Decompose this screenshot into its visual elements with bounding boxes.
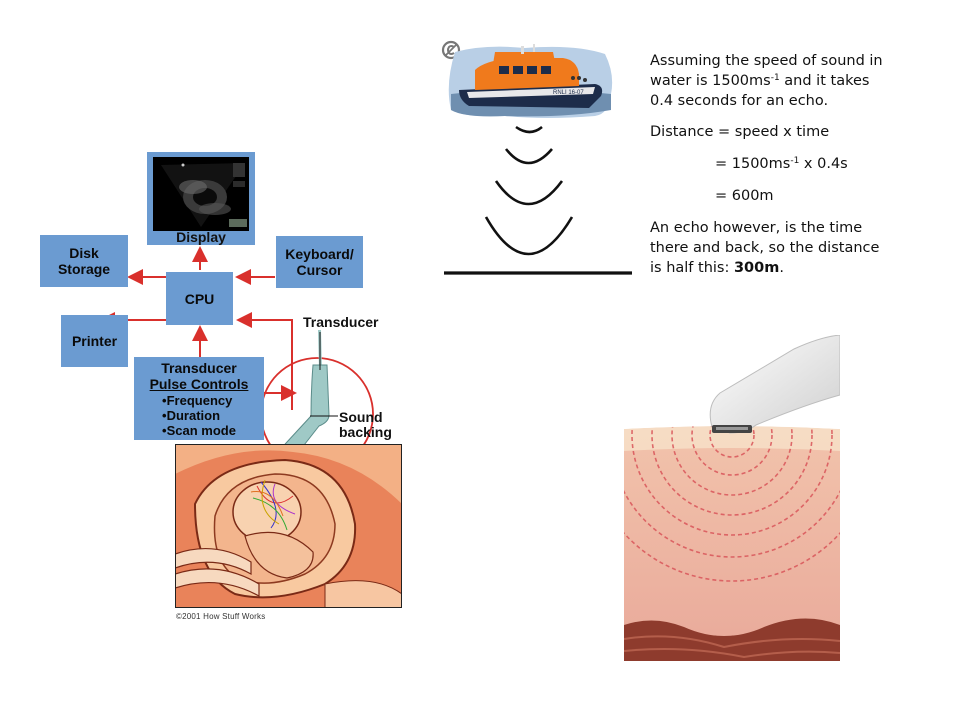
- ultrasound-screen: [153, 157, 249, 231]
- intro-line3: 0.4 seconds for an echo.: [650, 93, 829, 109]
- pulse-item-scan-mode: •Scan mode: [162, 422, 236, 438]
- pulse-controls-box: Transducer Pulse Controls •Frequency •Du…: [134, 357, 264, 440]
- disk-storage-box: Disk Storage: [40, 235, 128, 287]
- pulse-item-frequency: •Frequency: [162, 392, 233, 408]
- sound-backing-line2: backing: [339, 424, 392, 440]
- fetus-cross-section-illustration: [175, 444, 402, 608]
- transducer-label: Transducer: [303, 314, 379, 330]
- distance-calculation: = 1500ms-1 x 0.4s: [715, 156, 848, 172]
- copyright-text: ©2001 How Stuff Works: [176, 612, 266, 621]
- intro-paragraph: Assuming the speed of sound in water is …: [650, 51, 950, 111]
- display-monitor: Display: [147, 152, 255, 245]
- note-line1: An echo however, is the time: [650, 220, 863, 236]
- sound-backing-label: Sound backing: [339, 410, 392, 440]
- sound-backing-line1: Sound: [339, 409, 383, 425]
- keyboard-label-line1: Keyboard/: [285, 246, 354, 262]
- intro-line2: water is 1500ms-1 and it takes: [650, 73, 870, 89]
- disk-label-line2: Storage: [57, 261, 111, 277]
- intro-line1: Assuming the speed of sound in: [650, 53, 883, 69]
- echo-note: An echo however, is the time there and b…: [650, 218, 950, 278]
- no-copyright-icon: [441, 40, 461, 60]
- disk-label-line1: Disk: [69, 245, 99, 261]
- cpu-label: CPU: [184, 290, 215, 307]
- note-line3: is half this: 300m.: [650, 260, 784, 276]
- keyboard-label-line2: Cursor: [296, 262, 343, 278]
- note-line2: there and back, so the distance: [650, 240, 880, 256]
- diagram-arrows: [99, 246, 374, 471]
- lifeboat-image: RNLI 16-07: [448, 44, 613, 118]
- printer-box: Printer: [61, 315, 128, 367]
- echo-arc-3: [494, 180, 564, 206]
- distance-result: = 600m: [715, 188, 774, 204]
- echo-arc-1: [515, 125, 543, 134]
- ultrasound-skin-illustration: [624, 335, 840, 661]
- echo-arc-2: [504, 148, 553, 165]
- sonar-echo-waves: [444, 125, 632, 275]
- keyboard-cursor-box: Keyboard/ Cursor: [276, 236, 363, 288]
- distance-formula: Distance = speed x time: [650, 124, 830, 140]
- pulse-title-line1: Transducer: [161, 359, 237, 376]
- cpu-box: CPU: [166, 272, 233, 325]
- echo-arc-4: [484, 216, 574, 256]
- printer-label: Printer: [71, 333, 118, 349]
- pulse-controls-list: •Frequency •Duration •Scan mode: [162, 393, 236, 438]
- boat-name: RNLI 16-07: [553, 90, 584, 96]
- display-label: Display: [176, 229, 226, 245]
- pulse-item-duration: •Duration: [162, 407, 221, 423]
- pulse-title-line2: Pulse Controls: [149, 375, 249, 392]
